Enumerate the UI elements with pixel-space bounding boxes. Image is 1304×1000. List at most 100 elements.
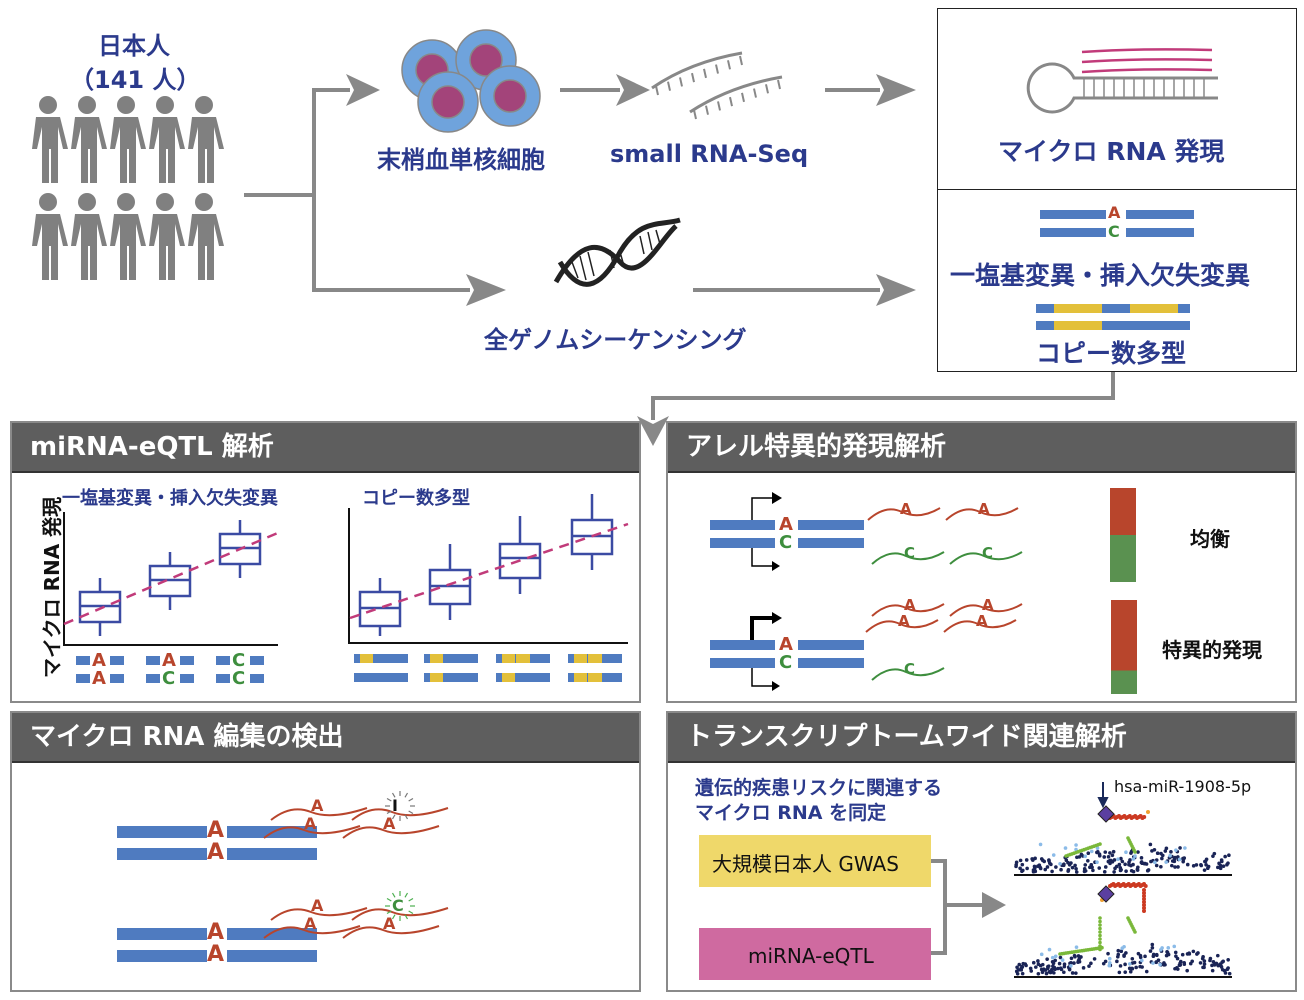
snp-point	[1173, 855, 1177, 860]
snp-point	[1038, 963, 1043, 968]
snp-point	[1142, 903, 1146, 907]
gwas-box	[699, 835, 931, 887]
dna-strand	[798, 640, 864, 650]
snp-point	[1218, 866, 1223, 871]
snp-point	[1043, 968, 1048, 972]
snp-point	[1219, 858, 1224, 862]
snv-allele-c: C	[1108, 222, 1120, 241]
eqtl-box	[699, 928, 931, 980]
snp-point	[1142, 897, 1146, 901]
transcript-base: C	[904, 544, 916, 562]
snp-point	[1116, 948, 1121, 953]
dna-strand	[110, 656, 124, 665]
snp-point	[1198, 961, 1203, 965]
snp-point	[1131, 857, 1136, 861]
snp-point	[1086, 858, 1090, 863]
snp-point	[1063, 846, 1068, 850]
person-icon	[32, 193, 68, 280]
snp-point	[1150, 942, 1155, 947]
snp-point	[1098, 919, 1102, 924]
snp-point	[1110, 853, 1115, 858]
snp-point	[1102, 870, 1107, 874]
promoter-arrow-icon	[751, 497, 774, 520]
dna-strand	[76, 656, 90, 665]
rna-transcript	[945, 507, 1019, 521]
snp-point	[1225, 967, 1230, 972]
snp-point	[1054, 865, 1058, 869]
snp-point	[1144, 969, 1149, 974]
snp-point	[1095, 846, 1100, 850]
arrowhead-icon	[876, 74, 916, 106]
snp-point	[1021, 868, 1025, 873]
snp-point	[1097, 866, 1102, 870]
snp-point	[1142, 900, 1146, 904]
twas-description-line2: マイクロ RNA を同定	[695, 802, 887, 824]
snp-point	[1086, 851, 1091, 856]
arrowhead-icon	[772, 561, 780, 571]
genomic-allele: A	[207, 920, 225, 945]
snp-point	[1098, 926, 1102, 931]
people-icons	[32, 96, 224, 280]
dna-strand	[117, 950, 207, 962]
snp-point	[1136, 850, 1140, 854]
snp-point	[1020, 862, 1025, 867]
snp-point	[1223, 854, 1227, 859]
genotype-allele: A	[92, 650, 106, 671]
snp-point	[1087, 964, 1091, 968]
gwas-label: 大規模日本人 GWAS	[712, 852, 899, 876]
snp-point	[1220, 967, 1225, 972]
rna-transcript	[867, 507, 941, 521]
person-icon	[188, 96, 224, 183]
cnv-segment	[588, 673, 602, 682]
snp-point	[1042, 859, 1047, 864]
snp-point	[1092, 957, 1097, 961]
dna-strand	[216, 656, 230, 665]
snp-point	[1124, 850, 1128, 854]
snp-point	[1185, 862, 1190, 867]
snp-point	[1098, 944, 1102, 948]
cnv-segment	[430, 673, 443, 682]
snp-point	[1025, 866, 1029, 871]
dna-strand	[180, 656, 194, 665]
arrowhead-icon	[616, 74, 650, 106]
snp-point	[1146, 810, 1150, 814]
arrowhead-icon	[637, 416, 669, 446]
transcript-base: I	[392, 796, 398, 815]
dna-strand	[798, 658, 864, 668]
snp-point	[1151, 961, 1155, 965]
panel-eqtl-title: miRNA-eQTL 解析	[12, 423, 639, 473]
dna-strand	[710, 520, 775, 530]
snp-point	[1151, 952, 1156, 957]
dna-strand	[146, 656, 160, 665]
snp-point	[1160, 856, 1164, 861]
transcript-base: C	[982, 544, 994, 562]
snp-point	[1044, 971, 1049, 976]
snp-point	[1133, 850, 1137, 854]
allele-c: C	[779, 532, 793, 553]
promoter-arrow-icon	[751, 548, 774, 567]
snp-point	[1039, 967, 1044, 972]
snp-point	[1091, 868, 1095, 873]
person-icon	[149, 96, 185, 183]
snp-point	[1024, 858, 1029, 862]
snv-indel-label: 一塩基変異・挿入欠失変異	[950, 261, 1251, 290]
snp-point	[1134, 965, 1138, 970]
snp-point	[1089, 849, 1094, 854]
snp-point	[1178, 963, 1183, 967]
pbmc-cells-icon	[401, 29, 541, 133]
snp-point	[1024, 963, 1028, 968]
snp-point	[1129, 863, 1133, 868]
snp-point	[1159, 864, 1163, 869]
person-icon	[71, 193, 107, 280]
snp-point	[1172, 859, 1177, 864]
dna-strand	[227, 950, 317, 962]
dna-strand	[76, 674, 90, 683]
snp-point	[1155, 851, 1160, 856]
person-icon	[149, 193, 185, 280]
snp-point	[1154, 863, 1159, 868]
snp-point	[1216, 865, 1220, 870]
snp-point	[1142, 815, 1147, 819]
snp-point	[1164, 846, 1169, 851]
outputs-divider	[938, 189, 1296, 190]
snp-point	[1031, 960, 1036, 965]
